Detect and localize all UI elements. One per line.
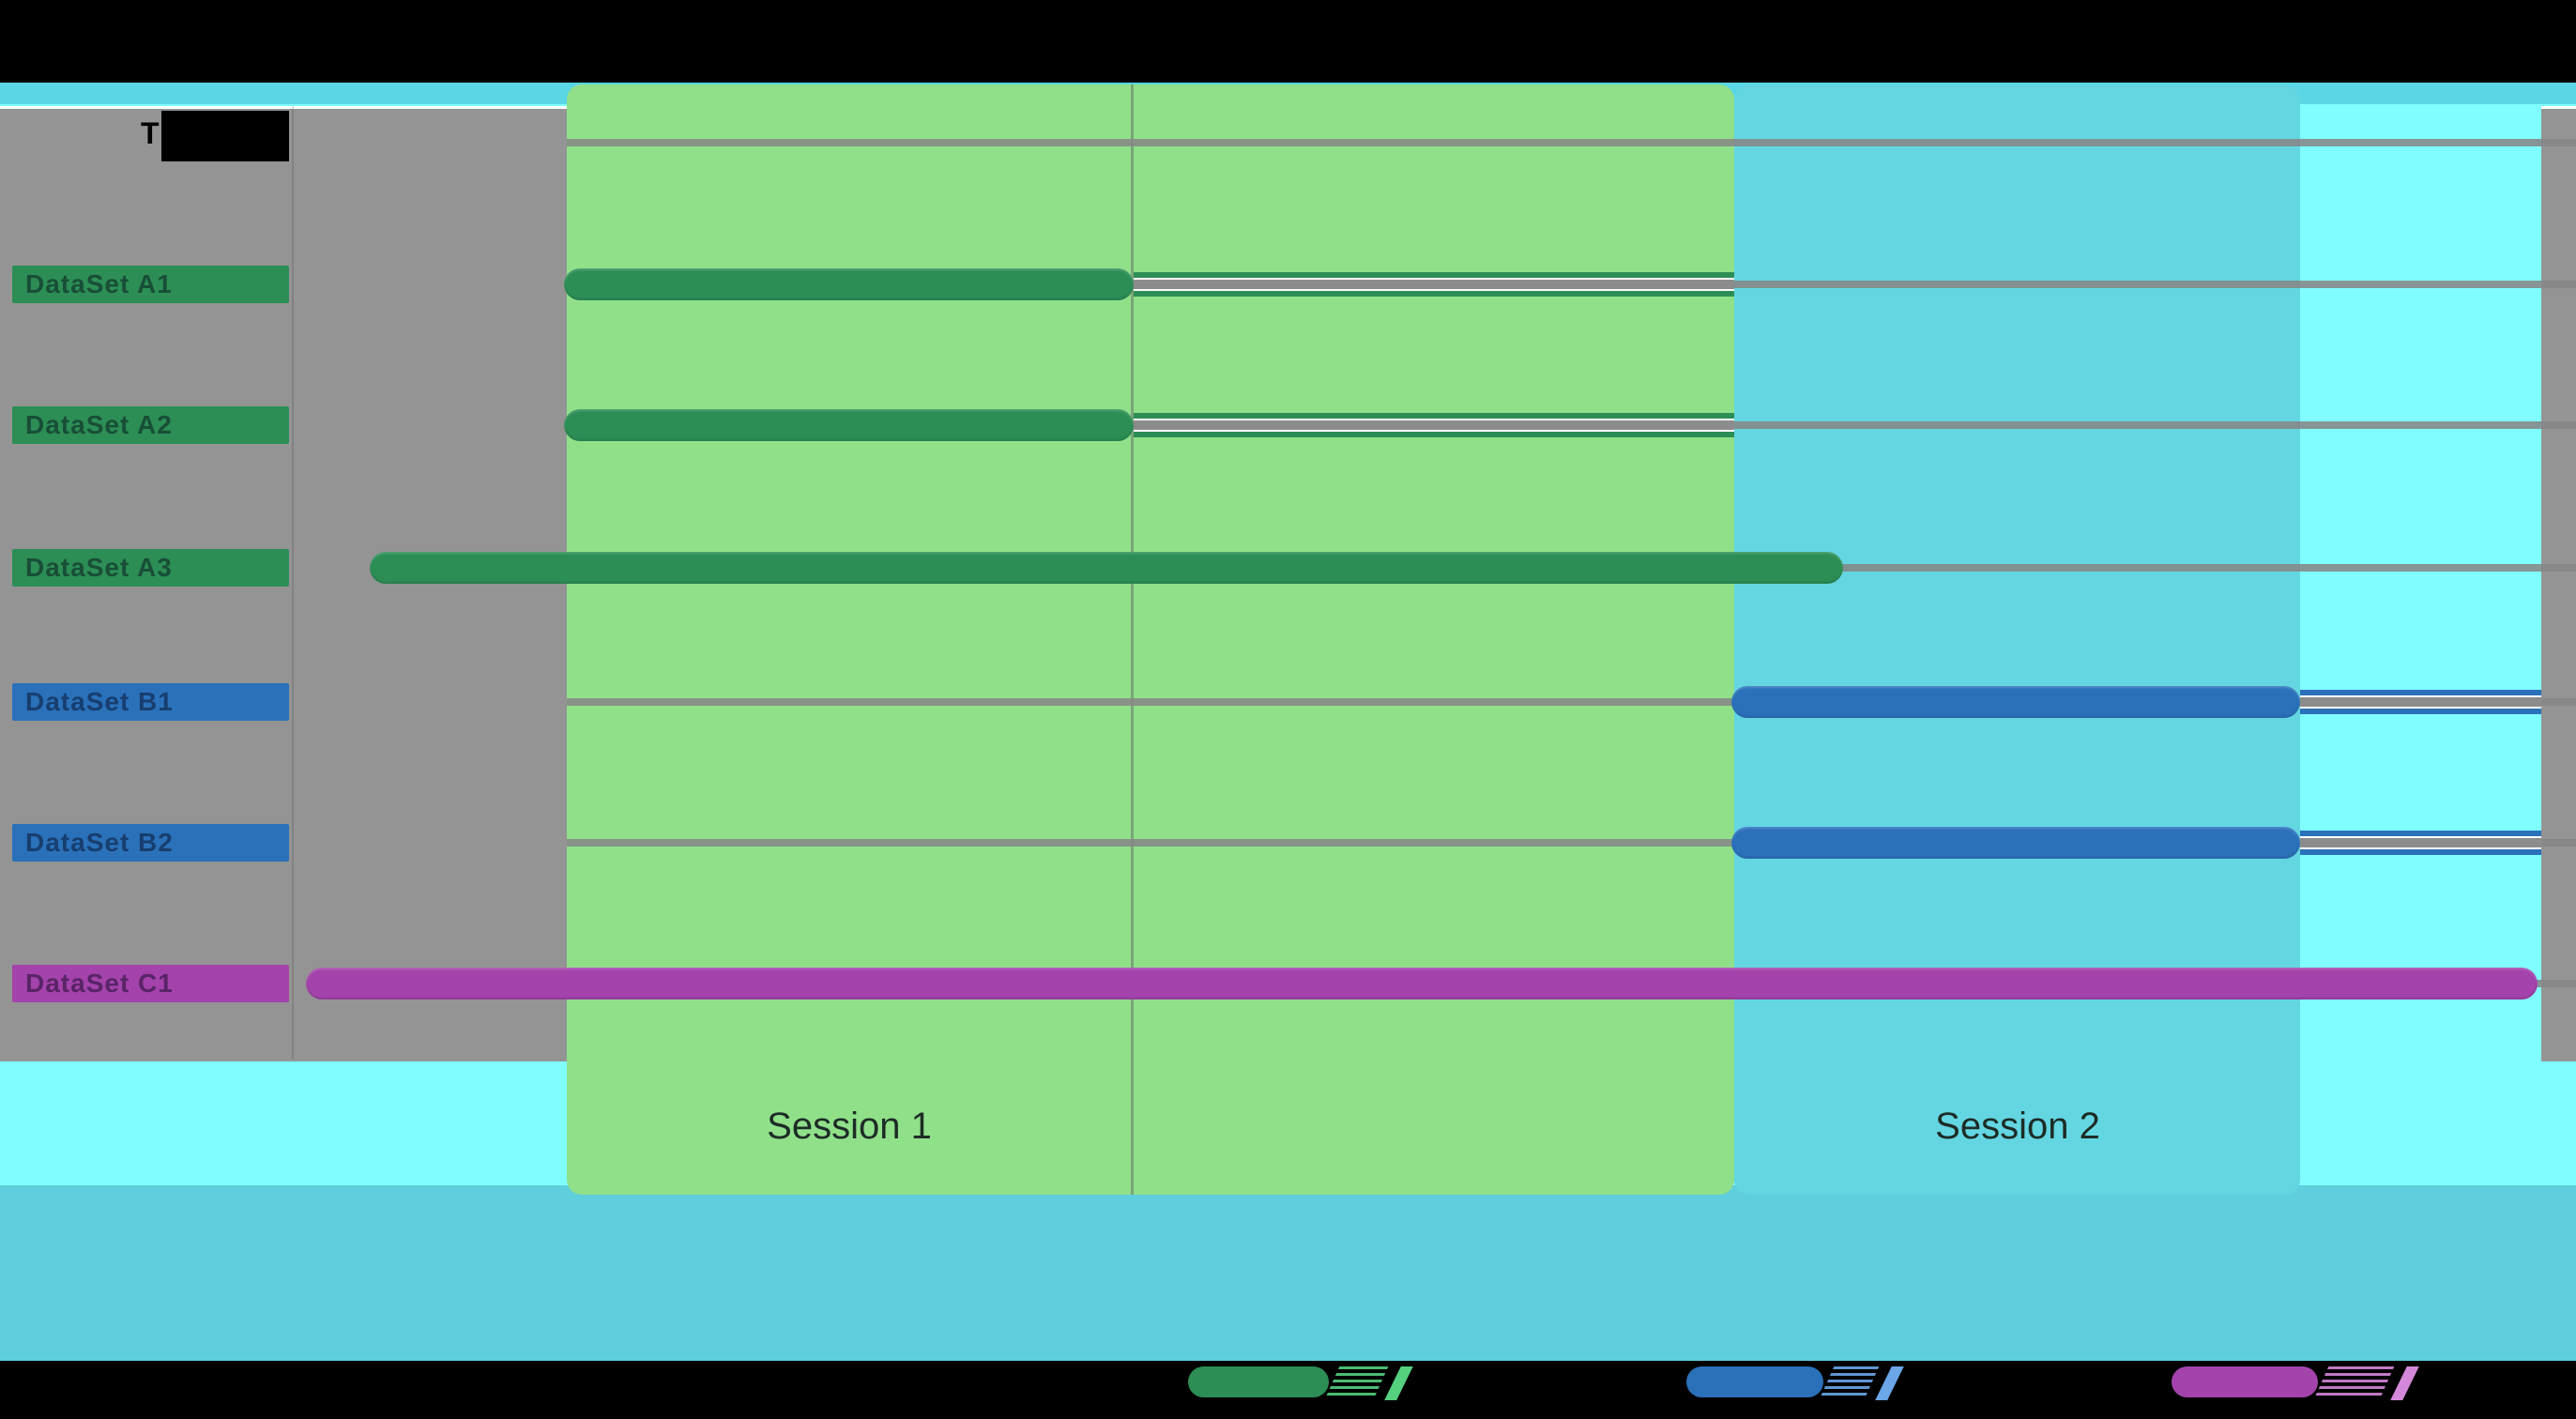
- bottom-accent-band: [0, 1185, 2576, 1361]
- row-label-dataset-a2: DataSet A2: [12, 406, 289, 444]
- session-1-column: [567, 84, 1734, 1195]
- label-panel-divider: [292, 106, 294, 1059]
- timeline-bar-dataset-c1: [306, 968, 2538, 999]
- time-axis-header: T: [141, 116, 160, 150]
- session-2-column: [1734, 84, 2300, 1195]
- bar-tail-dataset-b1: [2300, 690, 2541, 714]
- purple-series-swatch-slash: [2390, 1366, 2419, 1400]
- bar-tail-dataset-a2: [1134, 413, 1734, 437]
- purple-series-swatch-tail: [2314, 1366, 2395, 1397]
- bar-tail-dataset-b2: [2300, 831, 2541, 855]
- session-1-label: Session 1: [767, 1106, 932, 1147]
- blue-series-swatch: [1686, 1366, 1823, 1397]
- row-label-dataset-a1: DataSet A1: [12, 266, 289, 303]
- session-1-midline: [1131, 84, 1134, 1195]
- blue-series-swatch-tail: [1820, 1366, 1880, 1397]
- green-series-swatch: [1188, 1366, 1329, 1397]
- green-series-swatch-slash: [1384, 1366, 1413, 1400]
- right-gutter-panel: [2541, 106, 2576, 1061]
- redaction-box: [161, 111, 289, 161]
- timeline-bar-dataset-a1: [564, 268, 1134, 300]
- row-label-dataset-b1: DataSet B1: [12, 683, 289, 721]
- blue-series-swatch-slash: [1875, 1366, 1904, 1400]
- timeline-bar-dataset-a2: [564, 409, 1134, 441]
- row-label-dataset-b2: DataSet B2: [12, 824, 289, 862]
- gridline-5: [567, 839, 2576, 847]
- bar-tail-dataset-a1: [1134, 272, 1734, 297]
- row-label-dataset-a3: DataSet A3: [12, 549, 289, 587]
- row-label-dataset-c1: DataSet C1: [12, 965, 289, 1002]
- gridline-0: [567, 139, 2576, 146]
- gridline-4: [567, 698, 2576, 706]
- timeline-bar-dataset-b1: [1731, 686, 2300, 718]
- timeline-bar-dataset-a3: [370, 552, 1843, 584]
- green-series-swatch-tail: [1325, 1366, 1389, 1397]
- purple-series-swatch: [2172, 1366, 2318, 1397]
- timeline-bar-dataset-b2: [1731, 827, 2300, 859]
- session-2-label: Session 2: [1935, 1106, 2100, 1147]
